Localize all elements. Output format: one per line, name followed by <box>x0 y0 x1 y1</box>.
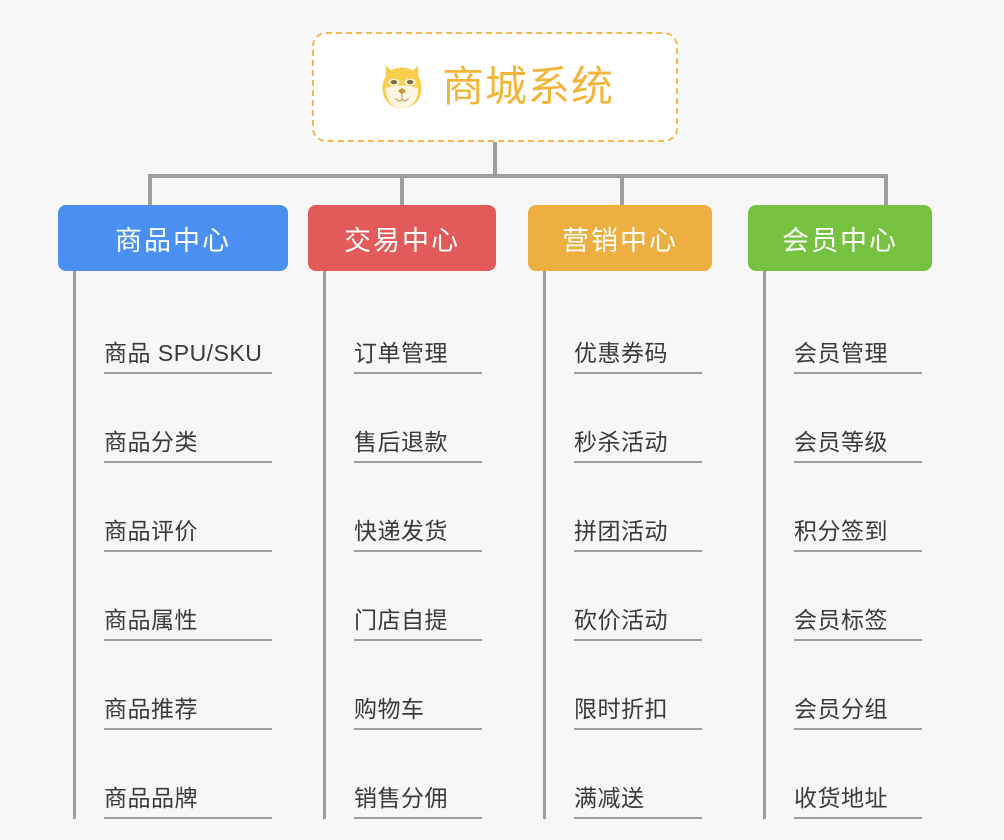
leaf-item[interactable]: 限时折扣 <box>546 641 712 730</box>
leaf-label: 优惠券码 <box>574 340 702 374</box>
leaf-item[interactable]: 售后退款 <box>326 374 496 463</box>
leaf-label: 订单管理 <box>354 340 482 374</box>
leaf-label: 快递发货 <box>354 518 482 552</box>
leaf-item[interactable]: 优惠券码 <box>546 285 712 374</box>
leaf-label: 砍价活动 <box>574 607 702 641</box>
connector-drop-1 <box>148 174 152 208</box>
leaf-label: 购物车 <box>354 696 482 730</box>
leaf-item[interactable]: 订单管理 <box>326 285 496 374</box>
leaf-label: 积分签到 <box>794 518 922 552</box>
leaf-list-trade-center: 订单管理 售后退款 快递发货 门店自提 购物车 销售分佣 <box>323 271 496 819</box>
leaf-item[interactable]: 快递发货 <box>326 463 496 552</box>
shiba-dog-face-icon <box>382 65 422 109</box>
leaf-item[interactable]: 满减送 <box>546 730 712 819</box>
root-node[interactable]: 商城系统 <box>312 32 678 142</box>
branch-header-label: 商品中心 <box>115 225 231 256</box>
leaf-label: 商品推荐 <box>104 696 272 730</box>
leaf-label: 商品品牌 <box>104 785 272 819</box>
leaf-item[interactable]: 积分签到 <box>766 463 932 552</box>
connector-horizontal-bar <box>148 174 888 178</box>
leaf-item[interactable]: 会员标签 <box>766 552 932 641</box>
leaf-label: 秒杀活动 <box>574 429 702 463</box>
leaf-label: 会员分组 <box>794 696 922 730</box>
connector-drop-3 <box>620 174 624 208</box>
leaf-list-product-center: 商品 SPU/SKU 商品分类 商品评价 商品属性 商品推荐 商品品牌 <box>73 271 288 819</box>
leaf-item[interactable]: 秒杀活动 <box>546 374 712 463</box>
connector-root-stem <box>493 142 497 176</box>
leaf-label: 销售分佣 <box>354 785 482 819</box>
leaf-item[interactable]: 商品品牌 <box>76 730 288 819</box>
leaf-label: 满减送 <box>574 785 702 819</box>
branch-header-marketing-center[interactable]: 营销中心 <box>528 205 712 271</box>
leaf-item[interactable]: 砍价活动 <box>546 552 712 641</box>
leaf-item[interactable]: 商品 SPU/SKU <box>76 285 288 374</box>
leaf-list-member-center: 会员管理 会员等级 积分签到 会员标签 会员分组 收货地址 <box>763 271 932 819</box>
leaf-item[interactable]: 会员等级 <box>766 374 932 463</box>
leaf-list-marketing-center: 优惠券码 秒杀活动 拼团活动 砍价活动 限时折扣 满减送 <box>543 271 712 819</box>
leaf-label: 拼团活动 <box>574 518 702 552</box>
branch-header-member-center[interactable]: 会员中心 <box>748 205 932 271</box>
leaf-label: 商品评价 <box>104 518 272 552</box>
branch-marketing-center: 营销中心 优惠券码 秒杀活动 拼团活动 砍价活动 限时折扣 满减送 <box>528 205 712 819</box>
branch-member-center: 会员中心 会员管理 会员等级 积分签到 会员标签 会员分组 收货地址 <box>748 205 932 819</box>
leaf-item[interactable]: 销售分佣 <box>326 730 496 819</box>
leaf-item[interactable]: 会员分组 <box>766 641 932 730</box>
leaf-label: 商品属性 <box>104 607 272 641</box>
branch-product-center: 商品中心 商品 SPU/SKU 商品分类 商品评价 商品属性 商品推荐 商品品牌 <box>58 205 288 819</box>
leaf-item[interactable]: 商品评价 <box>76 463 288 552</box>
branch-header-label: 营销中心 <box>562 225 678 256</box>
leaf-item[interactable]: 拼团活动 <box>546 463 712 552</box>
branch-header-product-center[interactable]: 商品中心 <box>58 205 288 271</box>
leaf-label: 会员标签 <box>794 607 922 641</box>
leaf-item[interactable]: 收货地址 <box>766 730 932 819</box>
branch-header-trade-center[interactable]: 交易中心 <box>308 205 496 271</box>
leaf-label: 会员管理 <box>794 340 922 374</box>
connector-drop-2 <box>400 174 404 208</box>
leaf-item[interactable]: 门店自提 <box>326 552 496 641</box>
leaf-label: 限时折扣 <box>574 696 702 730</box>
branch-trade-center: 交易中心 订单管理 售后退款 快递发货 门店自提 购物车 销售分佣 <box>308 205 496 819</box>
leaf-item[interactable]: 会员管理 <box>766 285 932 374</box>
leaf-item[interactable]: 商品属性 <box>76 552 288 641</box>
leaf-label: 商品 SPU/SKU <box>104 340 272 374</box>
root-title: 商城系统 <box>441 63 614 110</box>
leaf-label: 售后退款 <box>354 429 482 463</box>
connector-drop-4 <box>884 174 888 208</box>
leaf-item[interactable]: 商品推荐 <box>76 641 288 730</box>
leaf-label: 收货地址 <box>794 785 922 819</box>
branch-header-label: 交易中心 <box>344 225 460 256</box>
leaf-label: 商品分类 <box>104 429 272 463</box>
leaf-label: 门店自提 <box>354 607 482 641</box>
leaf-item[interactable]: 购物车 <box>326 641 496 730</box>
leaf-label: 会员等级 <box>794 429 922 463</box>
branch-header-label: 会员中心 <box>782 225 898 256</box>
leaf-item[interactable]: 商品分类 <box>76 374 288 463</box>
